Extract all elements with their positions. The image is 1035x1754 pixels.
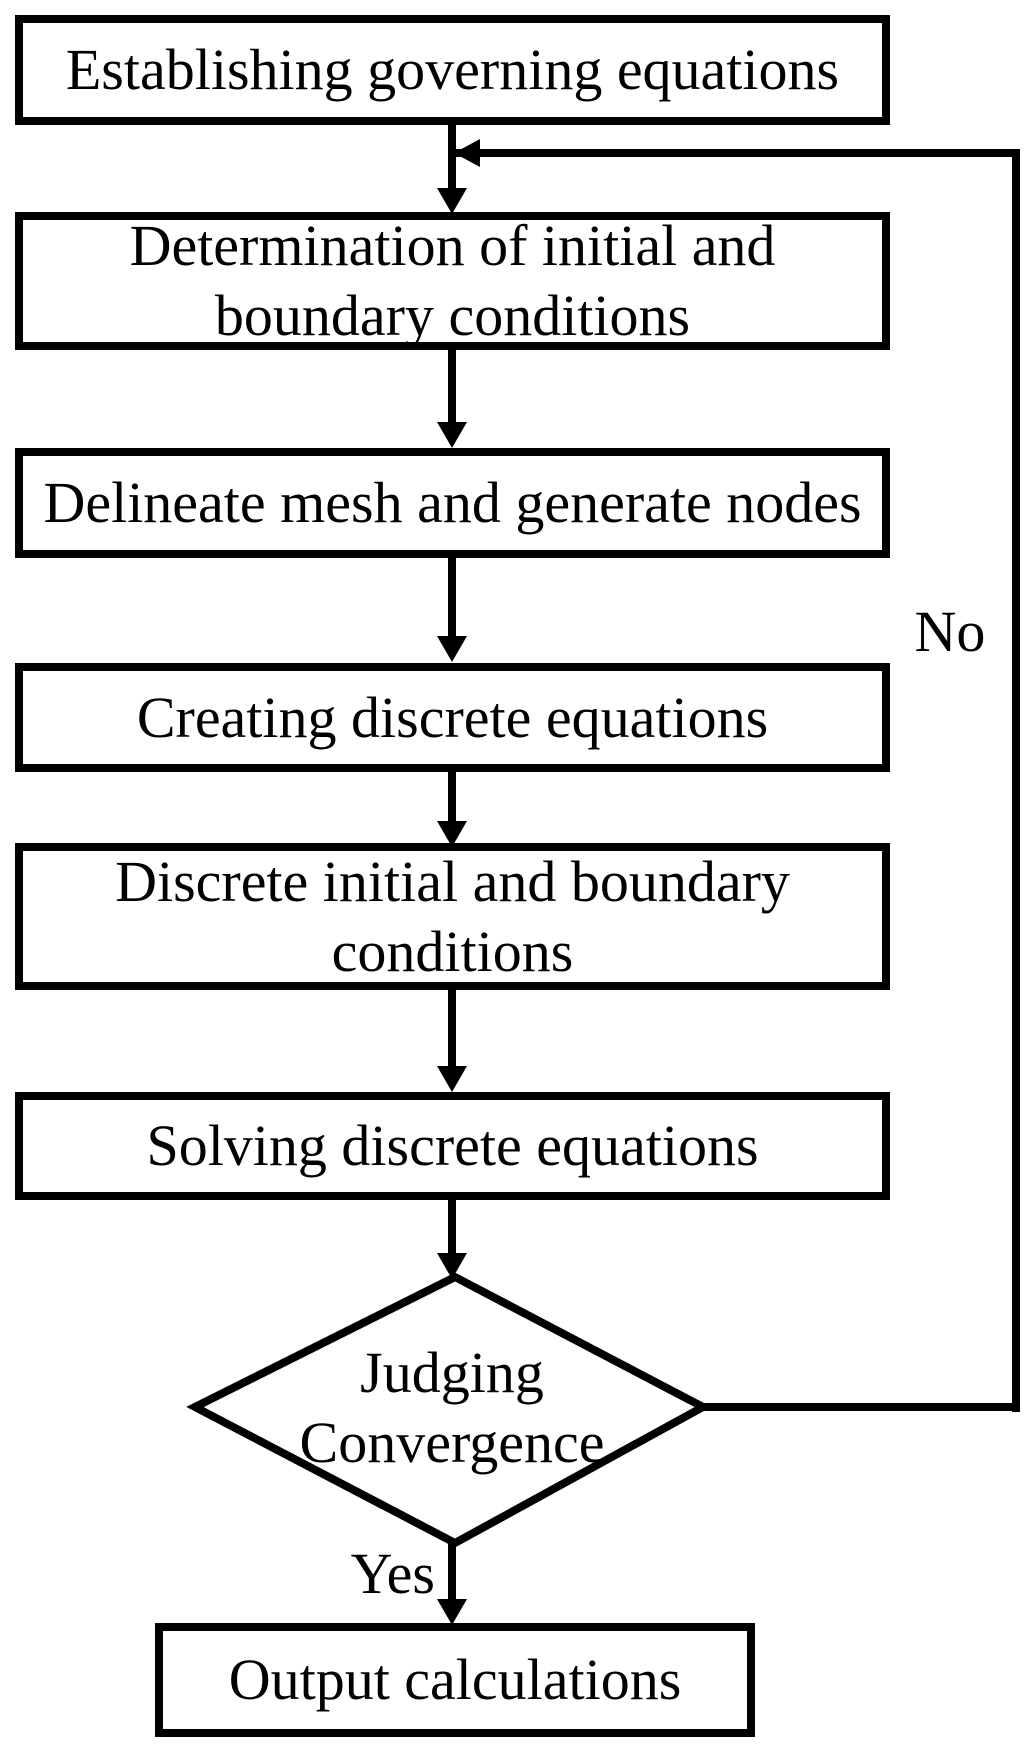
node-label: Establishing governing equations — [65, 37, 840, 102]
no-feedback-line-right — [1012, 149, 1020, 1412]
arrowhead-into-judging-icon — [437, 1253, 467, 1279]
no-feedback-line-bottom — [700, 1403, 1020, 1411]
arrowhead-into-solving-icon — [437, 1066, 467, 1092]
node-label: Delineate mesh and generate nodes — [43, 470, 862, 535]
process-box-solving-discrete-equations: Solving discrete equations — [15, 1092, 890, 1200]
decision-diamond-judging-convergence — [186, 1272, 712, 1548]
arrowhead-into-discrete-icon — [437, 821, 467, 847]
edge-solving-to-judging — [448, 1200, 456, 1255]
yes-edge-label: Yes — [350, 1541, 435, 1606]
node-label: Determination of initial and boundary co… — [129, 213, 776, 348]
edge-mesh-to-creating — [448, 558, 456, 638]
node-label: Solving discrete equations — [146, 1113, 759, 1178]
edge-conditions-to-mesh — [448, 350, 456, 424]
process-box-determination-of-initial-and-boundary-conditions: Determination of initial and boundary co… — [15, 212, 890, 350]
arrowhead-into-creating-icon — [437, 636, 467, 662]
node-label: Judging Convergence — [299, 1339, 605, 1475]
no-feedback-line-top — [454, 149, 1020, 157]
process-box-establishing-governing-equations: Establishing governing equations — [15, 15, 890, 125]
arrowhead-no-feedback-icon — [454, 139, 480, 167]
edge-governing-to-conditions — [448, 125, 456, 191]
arrowhead-into-output-icon — [437, 1599, 467, 1625]
edge-discrete-to-solving — [448, 990, 456, 1068]
edge-creating-to-discrete — [448, 772, 456, 823]
process-box-delineate-mesh-and-generate-nodes: Delineate mesh and generate nodes — [15, 448, 890, 558]
arrowhead-into-conditions-icon — [437, 188, 467, 214]
arrowhead-into-mesh-icon — [437, 422, 467, 448]
process-box-output-calculations: Output calculations — [155, 1623, 755, 1737]
decision-diamond-label-wrap: Judging Convergence — [252, 1320, 652, 1495]
no-edge-label: No — [914, 599, 986, 664]
process-box-creating-discrete-equations: Creating discrete equations — [15, 663, 890, 772]
node-label: Output calculations — [228, 1647, 682, 1712]
edge-yes-to-output — [448, 1543, 456, 1601]
node-label: Discrete initial and boundary conditions — [115, 848, 790, 984]
process-box-discrete-initial-and-boundary-conditions: Discrete initial and boundary conditions — [15, 843, 890, 990]
node-label: Creating discrete equations — [136, 684, 769, 750]
